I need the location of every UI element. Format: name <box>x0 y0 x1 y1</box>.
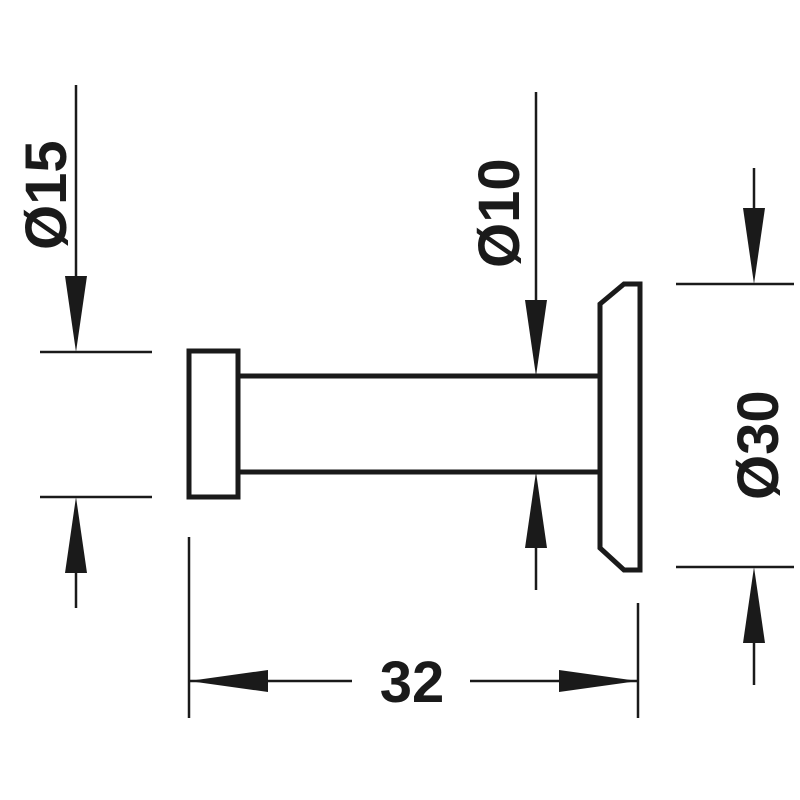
arrowhead-up <box>743 567 765 643</box>
length-label: 32 <box>380 650 445 715</box>
cap-diameter-label: Ø15 <box>14 140 79 250</box>
stem-diameter-dimension: Ø10 <box>467 92 547 590</box>
stem-shaft <box>233 373 605 475</box>
arrowhead-up <box>525 472 547 548</box>
length-dimension: 32 <box>187 537 640 718</box>
arrowhead-left <box>189 670 268 692</box>
arrowhead-right <box>559 670 638 692</box>
arrowhead-down <box>65 276 87 352</box>
base-diameter-label: Ø30 <box>726 390 791 500</box>
base-diameter-dimension: Ø30 <box>676 168 794 685</box>
stem-diameter-label: Ø10 <box>467 158 532 268</box>
arrowhead-down <box>525 300 547 376</box>
arrowhead-up <box>65 497 87 573</box>
end-cap <box>186 348 241 500</box>
hook-part <box>186 281 643 573</box>
cap-diameter-dimension: Ø15 <box>14 85 152 608</box>
base-plate <box>597 281 643 573</box>
arrowhead-down <box>743 208 765 284</box>
